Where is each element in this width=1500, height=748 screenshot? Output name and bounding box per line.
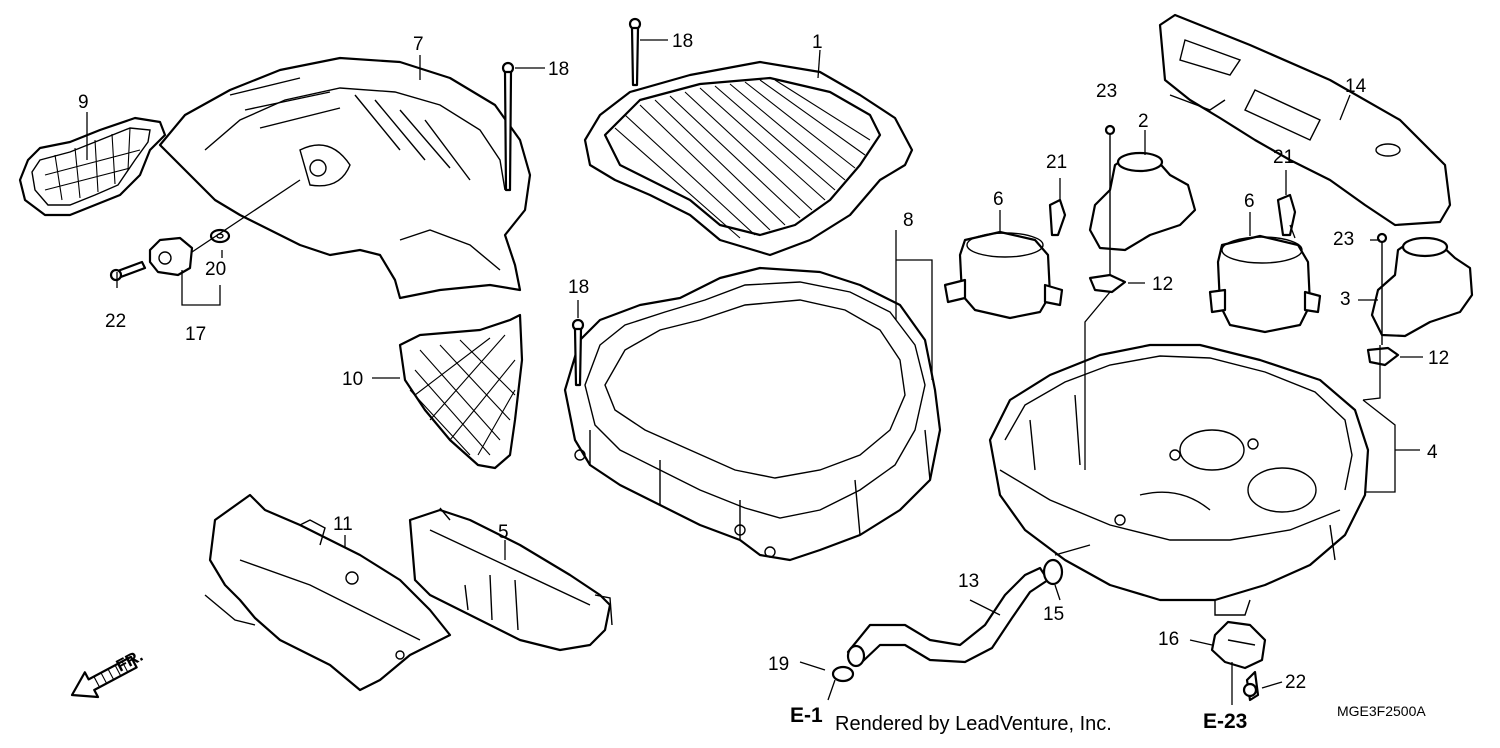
reference-e-23[interactable]: E-23 (1203, 710, 1247, 733)
part-19-clip[interactable] (831, 665, 855, 683)
part-18-bolt-c[interactable] (571, 318, 585, 387)
callout-14: 14 (1345, 76, 1367, 97)
callout-18-a: 18 (672, 31, 693, 52)
callout-1: 1 (812, 32, 823, 53)
callout-12-a: 12 (1152, 274, 1173, 295)
part-11-shield[interactable] (204, 493, 452, 692)
credit-text: Rendered by LeadVenture, Inc. (835, 713, 1112, 735)
callout-6-b: 6 (1244, 191, 1255, 212)
callout-11: 11 (333, 514, 353, 535)
part-15-clip[interactable] (1042, 558, 1064, 586)
callout-21-b: 21 (1273, 147, 1294, 168)
part-5-side-cover[interactable] (408, 507, 613, 652)
part-2-duct[interactable] (1088, 151, 1197, 252)
callout-19: 19 (768, 654, 789, 675)
part-9-intake-duct[interactable] (18, 116, 167, 217)
part-21-screw-a[interactable] (1048, 198, 1067, 237)
leader-lines (86, 39, 1423, 705)
front-direction-arrow-icon (70, 655, 138, 699)
callout-16: 16 (1158, 629, 1179, 650)
callout-22-a: 22 (105, 311, 126, 332)
part-18-bolt-b[interactable] (501, 61, 515, 192)
callout-9: 9 (78, 92, 89, 113)
callout-21-a: 21 (1046, 152, 1067, 173)
part-22-screw-a[interactable] (109, 260, 147, 282)
callout-8: 8 (903, 210, 914, 231)
part-20-washer[interactable] (209, 228, 231, 244)
callout-23-b: 23 (1333, 229, 1354, 250)
callout-17: 17 (185, 324, 206, 345)
part-7-air-cleaner-cover[interactable] (158, 56, 532, 300)
part-6-funnel-b[interactable] (1208, 234, 1322, 334)
callout-20: 20 (205, 259, 226, 280)
part-1-filter-element[interactable] (583, 60, 914, 257)
callout-18-c: 18 (568, 277, 589, 298)
callout-2: 2 (1138, 111, 1149, 132)
callout-7: 7 (413, 34, 424, 55)
diagram-code: MGE3F2500A (1337, 703, 1426, 719)
callout-3: 3 (1340, 289, 1351, 310)
part-18-bolt-a[interactable] (628, 17, 642, 87)
callout-6-a: 6 (993, 189, 1004, 210)
part-14-plate[interactable] (1158, 13, 1452, 227)
part-6-funnel-a[interactable] (943, 230, 1064, 320)
callout-5: 5 (498, 522, 509, 543)
callout-18-b: 18 (548, 59, 569, 80)
part-8-housing-lower[interactable] (563, 266, 942, 562)
part-22-screw-b[interactable] (1242, 670, 1260, 702)
part-17-sensor[interactable] (148, 236, 194, 277)
callout-labels: 1 18 18 7 9 20 22 17 10 8 18 11 5 6 21 2… (78, 31, 1449, 693)
part-3-duct[interactable] (1370, 236, 1474, 338)
part-10-intake-screen[interactable] (398, 313, 524, 470)
reference-e-1[interactable]: E-1 (790, 704, 823, 727)
part-13-breather-hose[interactable] (846, 566, 1050, 668)
part-12-clip-b[interactable] (1366, 346, 1400, 367)
part-12-clip-a[interactable] (1088, 273, 1127, 294)
callout-23-a: 23 (1096, 81, 1117, 102)
callout-15: 15 (1043, 604, 1064, 625)
callout-22-b: 22 (1285, 672, 1306, 693)
part-23-bolt-a[interactable] (1104, 124, 1116, 275)
callout-12-b: 12 (1428, 348, 1449, 369)
callout-4: 4 (1427, 442, 1438, 463)
part-16-sensor[interactable] (1210, 620, 1267, 670)
callout-10: 10 (342, 369, 363, 390)
callout-13: 13 (958, 571, 979, 592)
part-21-screw-b[interactable] (1276, 193, 1297, 237)
